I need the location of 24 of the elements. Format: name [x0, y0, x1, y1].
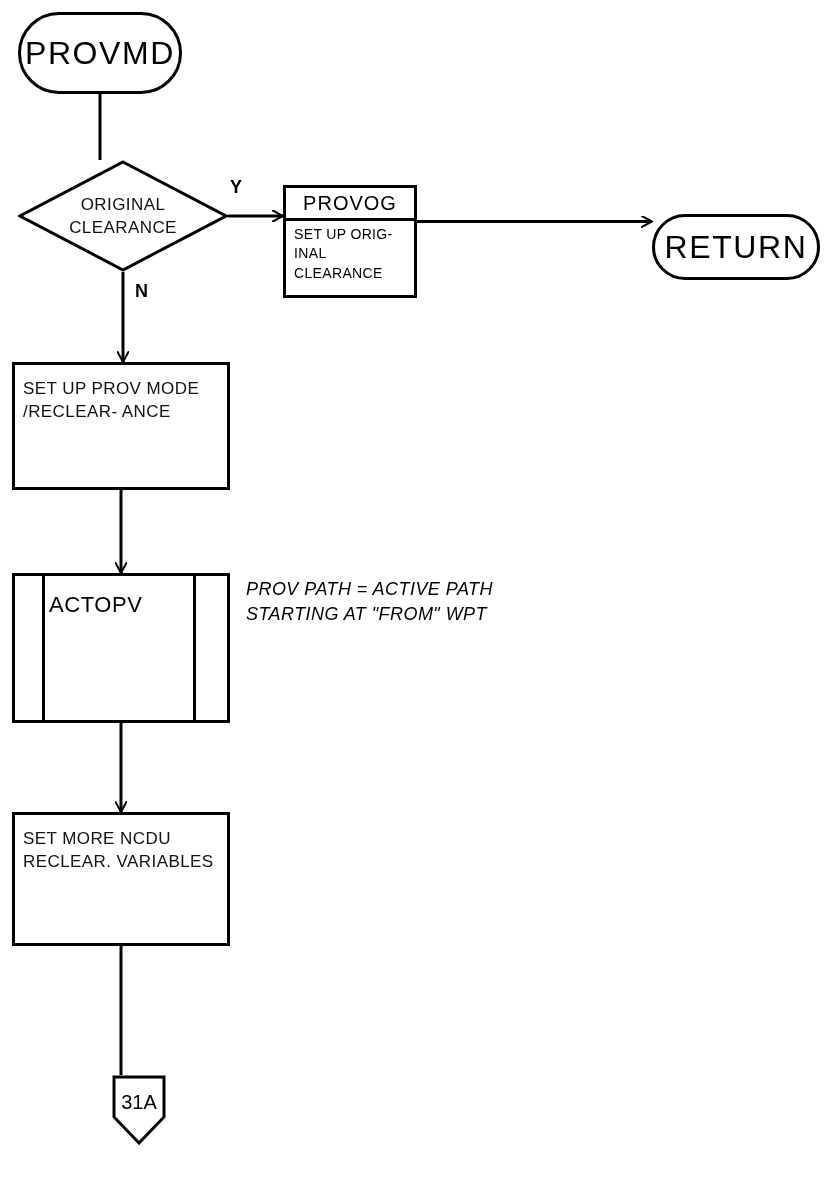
process-box	[12, 362, 230, 490]
offpage-connector	[112, 1075, 166, 1145]
box-header: PROVOG	[286, 188, 414, 221]
node-text: SET UP PROV MODE /RECLEAR- ANCE	[23, 378, 201, 424]
arrow	[417, 214, 653, 229]
node-text: SET MORE NCDU RECLEAR. VARIABLES	[23, 828, 215, 874]
arrow	[228, 209, 284, 223]
node-text: ORIGINAL CLEARANCE	[68, 193, 178, 239]
process-box	[283, 185, 417, 298]
node-text: PROVMD	[24, 34, 176, 73]
terminator-pill	[652, 214, 820, 280]
arrow	[116, 272, 130, 363]
node-text: ACTOPV	[49, 592, 143, 617]
node-text: RETURN	[664, 228, 808, 267]
node-text: 31A	[121, 1090, 157, 1115]
process-box	[12, 812, 230, 946]
annotation-note: PROV PATH = ACTIVE PATH STARTING AT "FROM" WPT	[246, 578, 494, 626]
arrow	[114, 723, 128, 813]
node-text: SET UP ORIG- INAL CLEARANCE	[293, 225, 394, 283]
arrow	[114, 490, 128, 574]
connector-line	[119, 946, 123, 1075]
decision-diamond	[18, 160, 228, 272]
connector-line	[98, 94, 102, 160]
predefined-process-box	[12, 573, 230, 723]
